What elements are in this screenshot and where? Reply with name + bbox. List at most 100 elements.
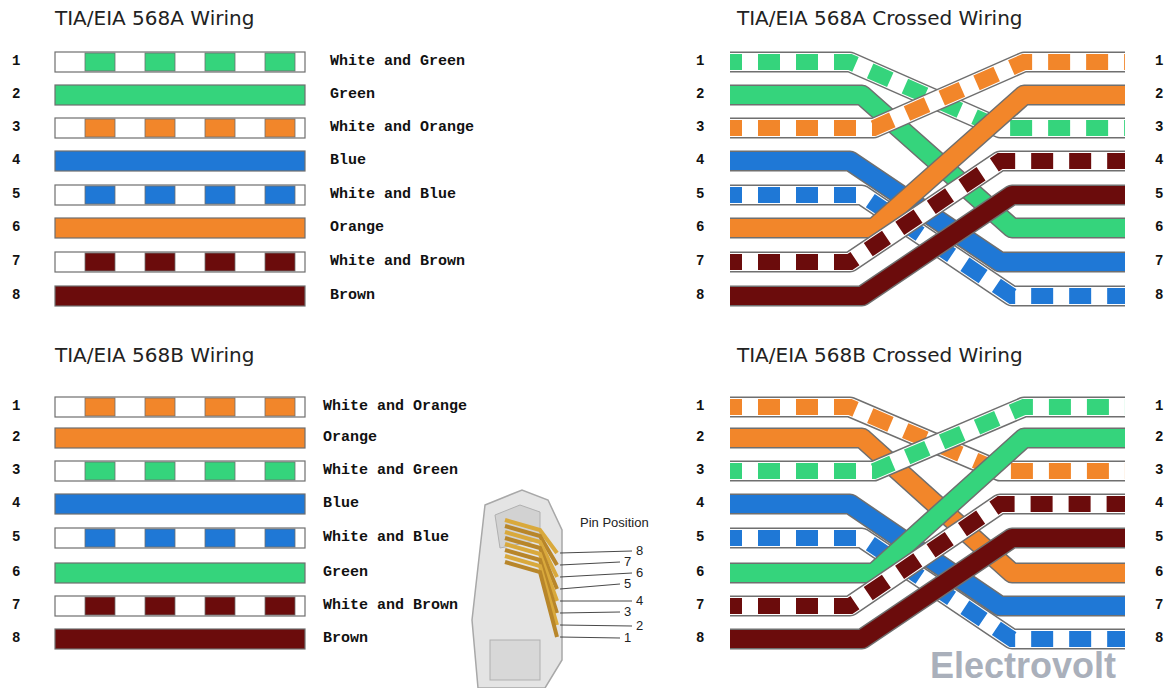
- wire-stripe: [265, 529, 295, 547]
- wire-stripe: [85, 53, 115, 71]
- wire-stripe: [145, 53, 175, 71]
- wire-color-name: Blue: [323, 496, 359, 513]
- pin-number: 8: [12, 288, 20, 303]
- pin-number: 8: [1155, 631, 1163, 646]
- watermark: Electrovolt: [930, 646, 1116, 686]
- straight-wires: [55, 52, 305, 649]
- leader-line: [560, 551, 632, 553]
- pin-number: 6: [696, 220, 704, 235]
- wire-stripe: [145, 462, 175, 480]
- pin-number: 3: [12, 463, 20, 478]
- wire-bar: [55, 494, 305, 514]
- wire-body: [730, 195, 1125, 296]
- wire-bar: [55, 528, 305, 548]
- wire-bar: [55, 118, 305, 138]
- wire-bar: [55, 252, 305, 272]
- pin-number: 4: [696, 496, 704, 511]
- wire-color-name: White and Orange: [330, 120, 474, 137]
- wire-color-name: White and Green: [323, 463, 458, 480]
- contact-blades: [505, 520, 557, 637]
- wire-bar: [55, 397, 305, 417]
- leader-line: [560, 625, 632, 626]
- pin-number: 1: [696, 399, 704, 414]
- wire-stripe: [145, 529, 175, 547]
- diagram-title: TIA/EIA 568B Wiring: [55, 344, 254, 366]
- wire-color-name: Green: [330, 87, 375, 104]
- wire-bar: [55, 52, 305, 72]
- straight-wire-set: [55, 397, 305, 649]
- wire-bar: [55, 85, 305, 105]
- wire-stripe: [145, 398, 175, 416]
- pin-number: 7: [1155, 254, 1163, 269]
- wire-bar: [55, 563, 305, 583]
- crossed-wires: [730, 62, 1125, 639]
- pin-number: 8: [696, 631, 704, 646]
- wire-bar: [55, 461, 305, 481]
- pin-number: 1: [12, 399, 20, 414]
- pin-number: 1: [1155, 54, 1163, 69]
- wire-stripe: [145, 597, 175, 615]
- wire-stripe: [265, 186, 295, 204]
- pin-number: 7: [696, 254, 704, 269]
- wire-outline: [730, 538, 1125, 639]
- pin-number: 7: [12, 254, 20, 269]
- wire-stripe: [265, 119, 295, 137]
- straight-wire-set: [55, 52, 305, 306]
- pin-number: 6: [12, 220, 20, 235]
- wire-stripe: [265, 597, 295, 615]
- pin-number: 7: [1155, 598, 1163, 613]
- connector-body: [472, 490, 562, 688]
- wire-bar: [55, 185, 305, 205]
- diagram-title: TIA/EIA 568A Crossed Wiring: [737, 7, 1023, 29]
- pin-number: 4: [12, 153, 20, 168]
- pin-number: 8: [696, 288, 704, 303]
- wire-color-name: Brown: [323, 631, 368, 648]
- pin-number: 8: [12, 631, 20, 646]
- wire-color-name: White and Green: [330, 54, 465, 71]
- wire-stripe: [145, 119, 175, 137]
- wire-stripe: [265, 253, 295, 271]
- wire-stripe: [205, 529, 235, 547]
- pin-leaders: [560, 551, 632, 638]
- connector-latch: [490, 640, 540, 680]
- pin-number: 5: [696, 530, 704, 545]
- wire-stripe: [85, 253, 115, 271]
- wire-color-name: White and Orange: [323, 399, 467, 416]
- wire-stripe: [145, 253, 175, 271]
- wire-bar: [55, 428, 305, 448]
- wire-stripe: [205, 186, 235, 204]
- wire-stripe: [85, 462, 115, 480]
- wire-stripe: [205, 597, 235, 615]
- pin-number: 6: [1155, 565, 1163, 580]
- wire-stripe: [145, 186, 175, 204]
- connector-pin-number: 4: [636, 594, 643, 608]
- connector-pin-number: 1: [624, 631, 631, 645]
- pin-number: 7: [12, 598, 20, 613]
- wire-bar: [55, 286, 305, 306]
- wire-stripe: [205, 398, 235, 416]
- connector-pin-number: 7: [624, 555, 631, 569]
- pin-number: 8: [1155, 288, 1163, 303]
- pin-number: 1: [1155, 399, 1163, 414]
- crossed-wire-set: [730, 407, 1125, 639]
- wire-stripe: [85, 529, 115, 547]
- wire-stripe: [85, 597, 115, 615]
- pin-number: 3: [696, 463, 704, 478]
- wire-outline: [730, 195, 1125, 296]
- pin-number: 4: [1155, 153, 1163, 168]
- wire-stripe: [265, 53, 295, 71]
- wire-color-name: White and Blue: [330, 187, 456, 204]
- wire-stripe: [205, 53, 235, 71]
- pin-number: 2: [1155, 430, 1163, 445]
- wire-stripe: [205, 462, 235, 480]
- pin-number: 3: [696, 120, 704, 135]
- wire-color-name: White and Brown: [330, 254, 465, 271]
- leader-line: [560, 562, 620, 565]
- connector-pin-number: 6: [636, 566, 643, 580]
- pin-number: 4: [696, 153, 704, 168]
- wire-stripe: [85, 186, 115, 204]
- leader-line: [560, 601, 632, 602]
- wire-color-name: Orange: [330, 220, 384, 237]
